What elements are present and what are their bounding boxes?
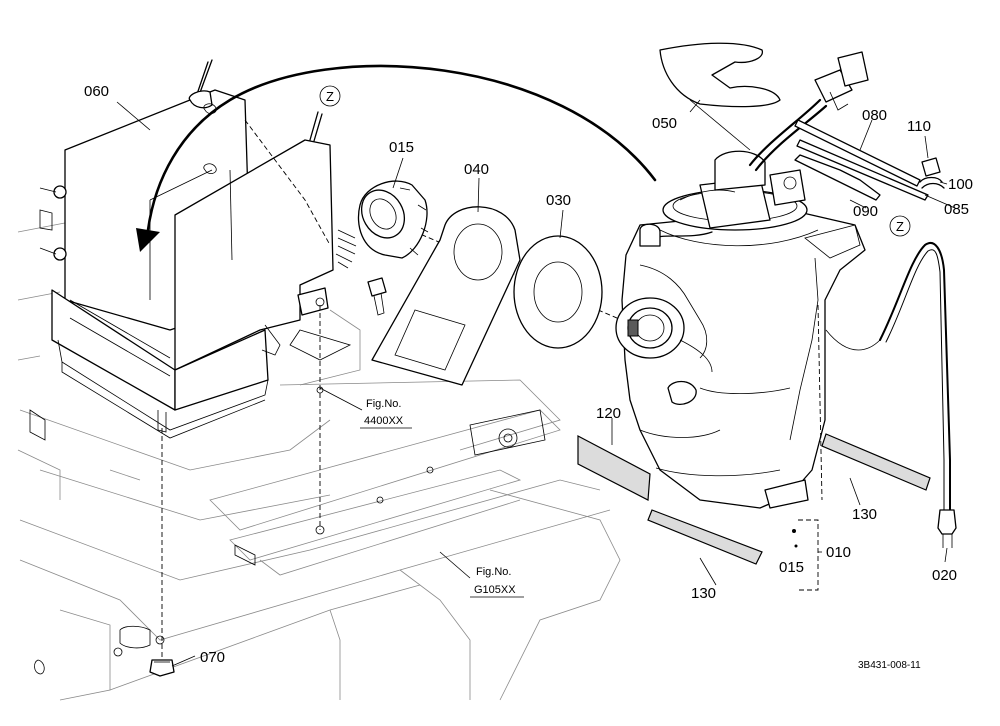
fig-ref-4400xx: Fig.No. 4400XX [360, 398, 412, 429]
part-050-stay [659, 42, 781, 151]
part-130-strip-left [647, 509, 763, 565]
callout-120: 120 [596, 405, 621, 422]
z-marker-top: Z [319, 85, 341, 107]
part-100-clip [919, 176, 945, 189]
part-090-clip [794, 154, 881, 201]
callout-110: 110 [907, 118, 931, 135]
fig-ref-g105xx-line2: G105XX [474, 584, 516, 596]
part-040-gasket [371, 206, 521, 386]
callout-090: 090 [853, 203, 878, 220]
callout-100: 100 [948, 176, 973, 193]
callout-070: 070 [200, 649, 225, 666]
callout-130-right: 130 [852, 506, 877, 523]
hatch-marks [335, 229, 357, 269]
part-070-nut [149, 659, 175, 677]
callout-020: 020 [932, 567, 957, 584]
callout-015-tank: 015 [779, 559, 804, 576]
part-030-ring [513, 235, 603, 349]
part-110-cap [921, 157, 941, 177]
part-010-tank [615, 51, 869, 509]
callout-060: 060 [84, 83, 109, 100]
z-marker-right-label: Z [896, 219, 904, 234]
z-marker-top-label: Z [326, 89, 334, 104]
part-130-strip-right [821, 433, 931, 491]
callout-010: 010 [826, 544, 851, 561]
assembly-arrow [136, 64, 657, 252]
part-120-pad [577, 435, 651, 501]
leader-lines [116, 99, 956, 667]
fig-ref-g105xx-line1: Fig.No. [476, 566, 511, 578]
part-020-hose [825, 242, 957, 548]
callout-080: 080 [862, 107, 887, 124]
fig-ref-4400xx-line1: Fig.No. [366, 398, 401, 410]
z-marker-right: Z [889, 215, 911, 237]
callout-labels: 060 015 040 030 050 080 110 100 090 085 … [84, 83, 973, 666]
part-080-rod [794, 119, 929, 201]
chassis-frame [17, 221, 621, 701]
callout-050: 050 [652, 115, 677, 132]
part-015-cap [357, 180, 429, 259]
callout-130-left: 130 [691, 585, 716, 602]
mounting-bolt [367, 277, 387, 316]
fig-ref-g105xx: Fig.No. G105XX [470, 566, 524, 598]
callout-030: 030 [546, 192, 571, 209]
callout-015-cap: 015 [389, 139, 414, 156]
callout-085: 085 [944, 201, 969, 218]
callout-040: 040 [464, 161, 489, 178]
fig-ref-4400xx-line2: 4400XX [364, 415, 404, 427]
drawing-code: 3B431-008-11 [858, 660, 921, 671]
part-060-shield [39, 59, 334, 439]
